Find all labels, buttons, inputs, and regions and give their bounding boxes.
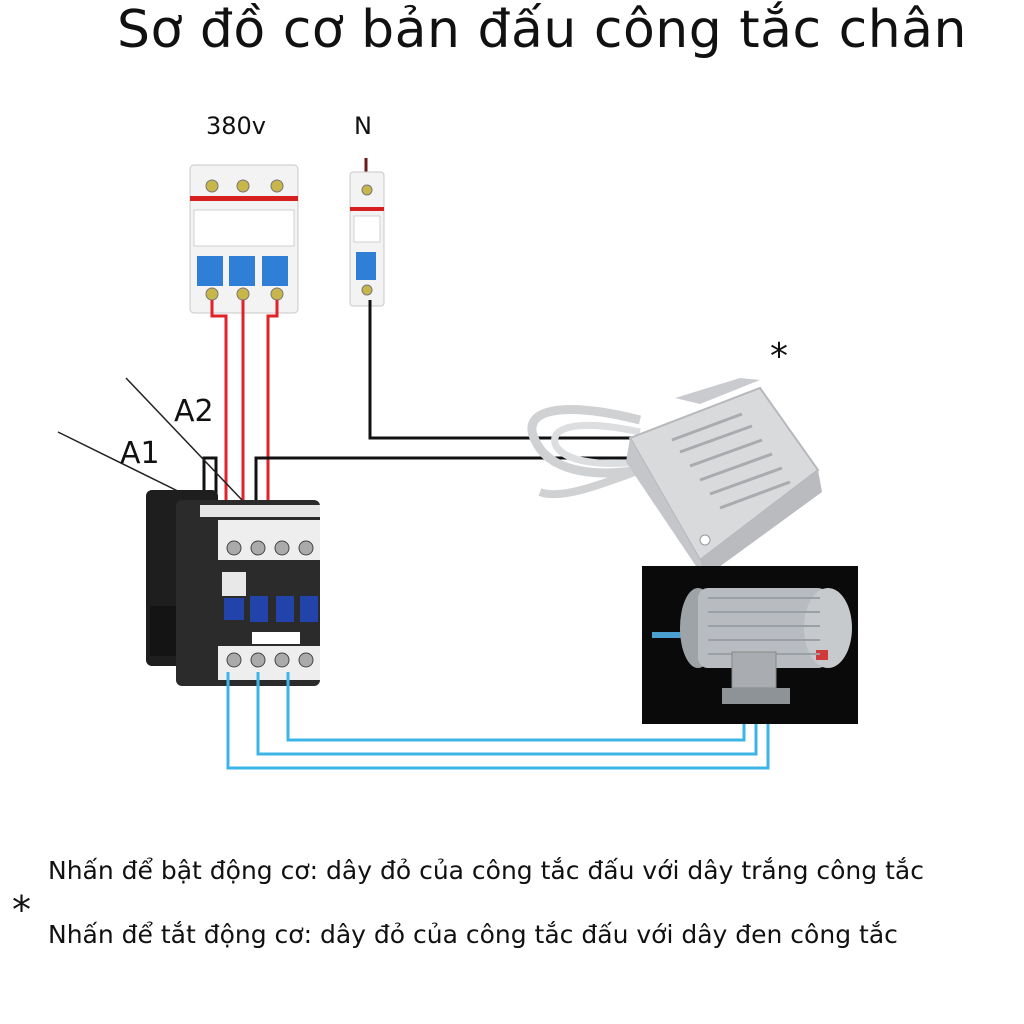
a2-pointer-line (125, 377, 243, 501)
note-turn-off: Nhấn để tắt động cơ: dây đỏ của công tắc… (48, 920, 898, 949)
note-asterisk: * (12, 888, 31, 932)
phase-wires (210, 300, 279, 520)
three-pole-breaker (189, 164, 299, 314)
a1-pointer-line (57, 431, 197, 501)
foot-pedal-switch (527, 378, 822, 578)
voltage-label: 380v (206, 112, 267, 140)
electric-motor (642, 566, 858, 724)
pedal-asterisk: * (770, 336, 788, 377)
a2-terminal-label: A2 (174, 394, 214, 429)
neutral-label: N (354, 112, 372, 140)
control-wires (202, 300, 640, 520)
contactor (146, 490, 320, 686)
a1-terminal-label: A1 (120, 436, 160, 471)
note-turn-on: Nhấn để bật động cơ: dây đỏ của công tắc… (48, 856, 924, 885)
diagram-title: Sơ đồ cơ bản đấu công tắc chân (117, 0, 967, 60)
neutral-breaker (349, 158, 385, 307)
